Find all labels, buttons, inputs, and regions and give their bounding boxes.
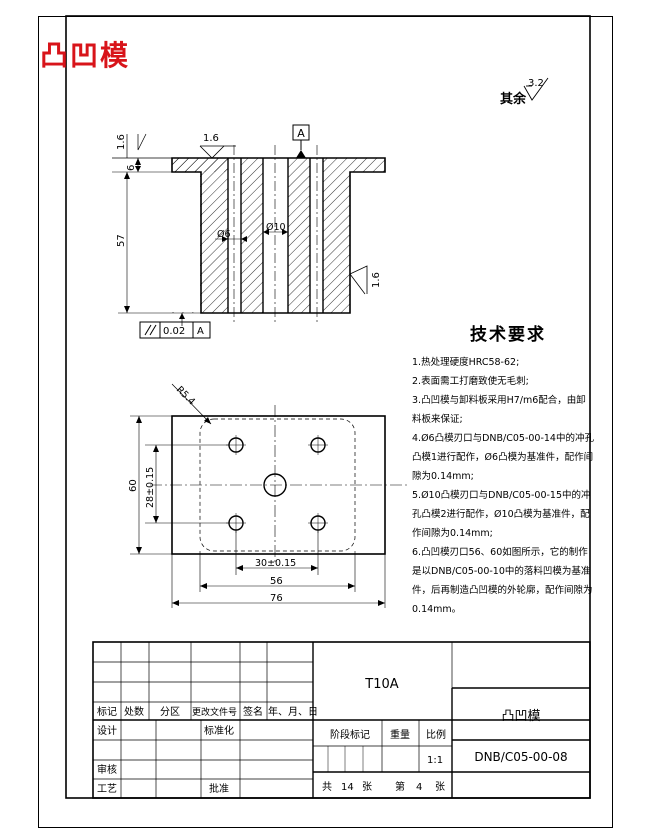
section-view: A 1.6 1.6 1.6 6 57 Ø6 Ø10 — [112, 124, 386, 339]
requirement-item: 6.凸凹模刃口56、60如图所示，它的制作是以DNB/C05-00-10中的落料… — [412, 547, 593, 615]
tb-sheet-no-label: 第 — [395, 780, 405, 793]
roughness-right: 1.6 — [371, 272, 382, 288]
tb-sheets-unit: 张 — [362, 781, 372, 793]
tb-standardize: 标准化 — [204, 724, 234, 737]
tb-sheets-total: 14 — [341, 782, 354, 793]
tech-requirements-list: 1.热处理硬度HRC58-62; 2.表面需工打磨致使无毛刺; 3.凸凹模与卸料… — [412, 353, 594, 619]
dim-hole-spacing-x: 30±0.15 — [255, 558, 296, 569]
requirement-item: 2.表面需工打磨致使无毛刺; — [412, 376, 529, 387]
roughness-default-value: 3.2 — [528, 78, 544, 89]
tech-requirements-title: 技术要求 — [470, 325, 546, 345]
tb-date: 年、月、日 — [268, 705, 318, 718]
dim-hole-spacing-y: 28±0.15 — [145, 467, 156, 508]
tb-sheets-total-label: 共 — [322, 781, 332, 793]
dim-plan-height: 60 — [128, 479, 139, 492]
tb-sheet-no: 4 — [416, 782, 422, 793]
requirement-item: 4.Ø6凸模刃口与DNB/C05-00-14中的冲孔凸模1进行配作，Ø6凸模为基… — [412, 433, 594, 482]
tb-mark: 标记 — [97, 706, 117, 718]
dim-flange-thickness: 6 — [126, 165, 137, 171]
hatch-center-right — [288, 158, 310, 313]
default-roughness: 其余 3.2 — [500, 77, 549, 107]
tb-approve: 批准 — [209, 782, 229, 795]
tb-weight: 重量 — [390, 728, 410, 741]
roughness-top-left: 1.6 — [116, 134, 127, 150]
title-block-grid — [92, 641, 591, 799]
requirement-item: 1.热处理硬度HRC58-62; — [412, 357, 520, 368]
tb-process: 工艺 — [97, 783, 117, 795]
tb-design: 设计 — [97, 724, 117, 737]
hatch-right-flange — [350, 158, 385, 172]
tb-material: T10A — [364, 677, 398, 692]
tb-review: 审核 — [97, 763, 117, 776]
tb-stage-mark: 阶段标记 — [330, 728, 370, 741]
tb-zone: 分区 — [160, 706, 180, 718]
tb-scale: 比例 — [426, 728, 446, 741]
dim-small-hole: Ø6 — [217, 229, 231, 240]
tb-sheet-no-unit: 张 — [435, 781, 445, 793]
hatch-left-wall — [201, 158, 228, 313]
requirement-item: 5.Ø10凸模刃口与DNB/C05-00-15中的冲孔凸模2进行配作，Ø10凸模… — [412, 490, 591, 539]
dim-height: 57 — [116, 234, 127, 247]
roughness-top: 1.6 — [203, 133, 219, 144]
hatch-left-flange — [172, 158, 201, 172]
tb-signature: 签名 — [243, 705, 263, 718]
drawing-title: 凸凹模 — [40, 39, 131, 72]
plan-view: R5.4 60 28±0.15 30±0.15 56 — [128, 383, 410, 608]
tb-drawing-number: DNB/C05-00-08 — [474, 750, 567, 764]
dim-inner-width: 56 — [270, 576, 283, 587]
outer-frame — [38, 16, 613, 828]
hatch-right-wall — [323, 158, 350, 313]
tolerance-value: 0.02 — [163, 326, 185, 337]
roughness-default-label: 其余 — [500, 91, 527, 107]
tb-scale-value: 1:1 — [427, 755, 443, 766]
requirement-item: 3.凸凹模与卸料板采用H7/m6配合，由卸料板来保证; — [412, 395, 586, 425]
tb-part-name: 凸凹模 — [501, 709, 540, 724]
tb-change-doc: 更改文件号 — [192, 706, 237, 718]
dim-center-hole: Ø10 — [266, 222, 286, 233]
tb-count: 处数 — [124, 705, 144, 718]
hatch-center-left — [241, 158, 263, 313]
tolerance-datum: A — [197, 326, 204, 337]
datum-label: A — [297, 127, 305, 140]
dim-overall-width: 76 — [270, 593, 283, 604]
title-block-text: 标记 处数 分区 更改文件号 签名 年、月、日 设计 标准化 审核 工艺 批准 … — [97, 677, 568, 795]
